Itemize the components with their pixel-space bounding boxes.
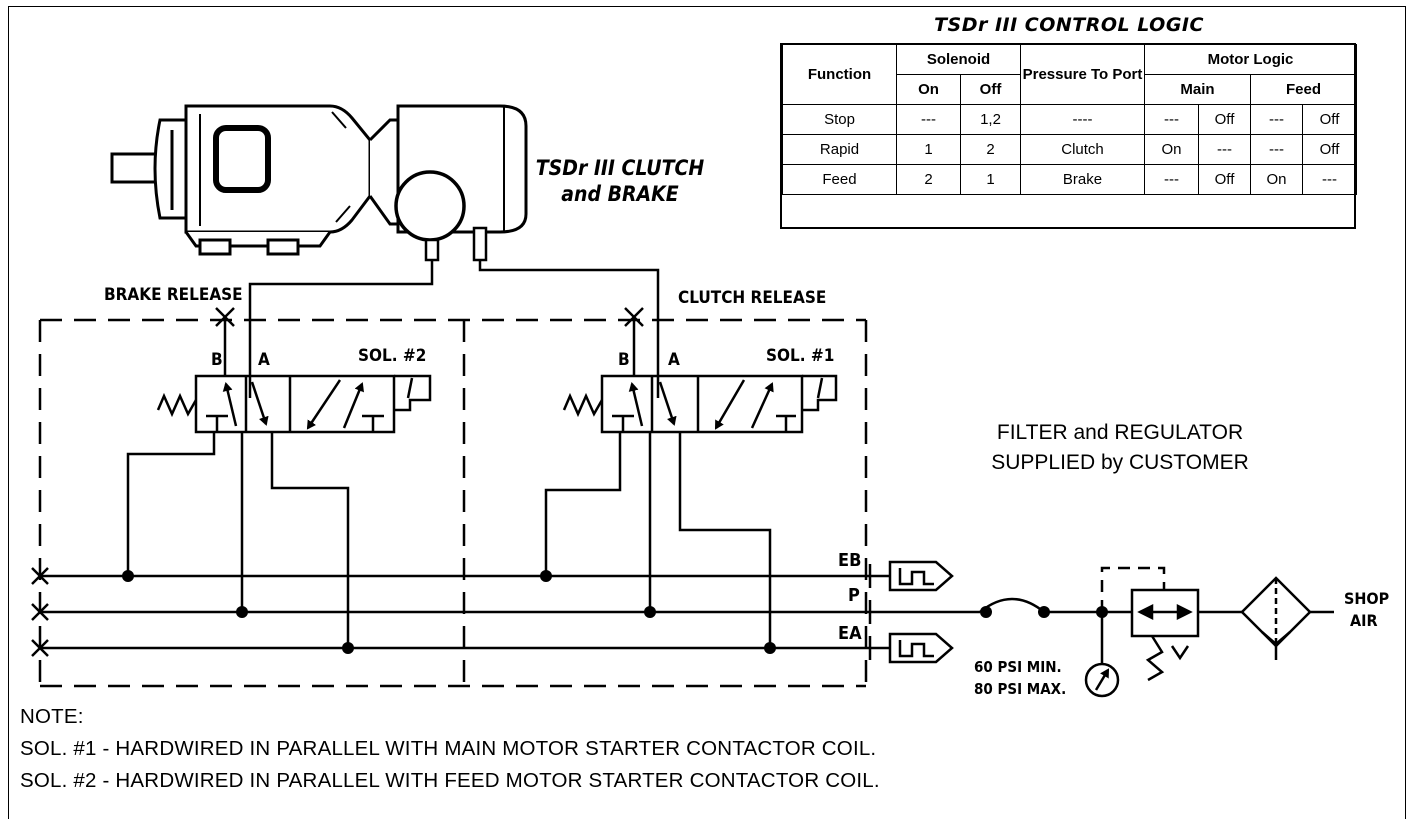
table-subheader-row: On Off Main Feed (783, 74, 1357, 105)
note-line-2: SOL. #2 - HARDWIRED IN PARALLEL WITH FEE… (20, 769, 880, 792)
header-pressure: Pressure To Port (1020, 44, 1145, 105)
cell-sol-on: 1 (896, 134, 961, 165)
exhaust-muffler-ea (888, 632, 954, 664)
note-line-1: SOL. #1 - HARDWIRED IN PARALLEL WITH MAI… (20, 737, 877, 760)
exhaust-muffler-eb (888, 560, 954, 592)
pressure-regulator (1130, 588, 1200, 682)
clutch-brake-subtitle: and BRAKE (561, 182, 679, 206)
header-main: Main (1144, 74, 1251, 105)
header-function: Function (782, 44, 897, 105)
cell-feed-b: Off (1302, 104, 1357, 135)
pressure-gauge (1084, 662, 1120, 698)
cell-main-b: Off (1198, 164, 1251, 195)
manifold-enclosure (38, 318, 868, 688)
cell-sol-off: 1 (960, 164, 1021, 195)
table-row: Rapid 1 2 Clutch On --- --- Off (782, 134, 1357, 165)
header-motor-logic: Motor Logic (1144, 44, 1357, 75)
brake-release-label: BRAKE RELEASE (104, 285, 243, 305)
sol1-label: SOL. #1 (766, 346, 834, 366)
cell-feed-a: On (1250, 164, 1303, 195)
table-header-row: Function Solenoid Pressure To Port Motor… (782, 44, 1357, 105)
manifold-lines (40, 564, 980, 660)
cell-function: Rapid (782, 134, 897, 165)
valve2-port-b: B (211, 350, 223, 370)
cell-sol-on: 2 (896, 164, 961, 195)
clutch-release-label: CLUTCH RELEASE (678, 288, 826, 308)
solenoid-valve-1 (544, 318, 838, 648)
eb-port-label: EB (838, 550, 861, 571)
cell-pressure: Brake (1020, 164, 1145, 195)
junction-dots (122, 570, 776, 654)
cell-feed-b: Off (1302, 134, 1357, 165)
note-heading: NOTE: (20, 705, 84, 728)
psi-max-label: 80 PSI MAX. (974, 680, 1066, 698)
p-port-label: P (848, 585, 860, 606)
table-row: Stop --- 1,2 ---- --- Off --- Off (782, 104, 1357, 135)
cell-function: Stop (782, 104, 897, 135)
filter-note-line1: FILTER and REGULATOR (996, 421, 1244, 444)
header-off: Off (960, 74, 1021, 105)
manifold-plugs (31, 567, 49, 657)
cell-sol-on: --- (896, 104, 961, 135)
motor-air-lines (248, 260, 660, 398)
filter-regulator-note: FILTER and REGULATOR SUPPLIED by CUSTOME… (930, 418, 1310, 478)
cell-main-b: Off (1198, 104, 1251, 135)
motor-illustration (110, 104, 528, 262)
air-filter (1240, 576, 1312, 660)
cell-feed-b: --- (1302, 164, 1357, 195)
cell-main-b: --- (1198, 134, 1251, 165)
header-on: On (896, 74, 961, 105)
cell-feed-a: --- (1250, 104, 1303, 135)
shop-label: SHOP (1344, 589, 1389, 608)
cell-pressure: Clutch (1020, 134, 1145, 165)
valve1-port-b: B (618, 350, 630, 370)
cell-main-a: --- (1144, 104, 1199, 135)
cell-sol-off: 2 (960, 134, 1021, 165)
cell-sol-off: 1,2 (960, 104, 1021, 135)
psi-min-label: 60 PSI MIN. (974, 658, 1062, 676)
cell-pressure: ---- (1020, 104, 1145, 135)
cell-main-a: On (1144, 134, 1199, 165)
air-label: AIR (1350, 611, 1378, 630)
brake-release-x-mark (215, 307, 235, 327)
clutch-release-x-mark (624, 307, 644, 327)
clutch-brake-title: TSDr III CLUTCH (536, 156, 705, 180)
table-row: Feed 2 1 Brake --- Off On --- (782, 164, 1357, 195)
solenoid-valve-2 (126, 318, 432, 648)
valve1-port-a: A (668, 350, 680, 370)
control-logic-title: TSDr III CONTROL LOGIC (934, 14, 1204, 36)
control-logic-table: Function Solenoid Pressure To Port Motor… (782, 44, 1357, 195)
cell-main-a: --- (1144, 164, 1199, 195)
supply-dots (980, 606, 1108, 618)
page-frame (8, 6, 1406, 819)
filter-note-line2: SUPPLIED by CUSTOMER (991, 451, 1249, 474)
header-solenoid: Solenoid (896, 44, 1021, 75)
valve2-port-a: A (258, 350, 270, 370)
cell-feed-a: --- (1250, 134, 1303, 165)
ea-port-label: EA (838, 623, 862, 644)
sol2-label: SOL. #2 (358, 346, 426, 366)
header-feed: Feed (1250, 74, 1357, 105)
cell-function: Feed (782, 164, 897, 195)
